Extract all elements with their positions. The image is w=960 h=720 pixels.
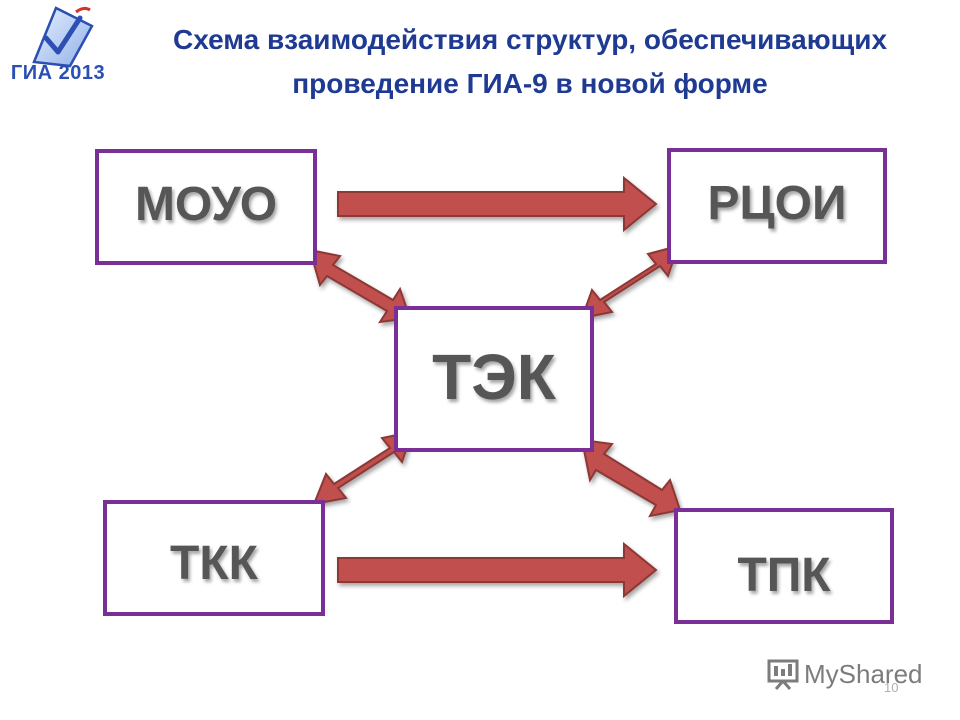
arrow-tkk-tpk (337, 541, 658, 599)
watermark-text: MyShared (804, 658, 923, 689)
node-rcoi-label: РЦОИ (707, 177, 847, 230)
node-tek: ТЭК (394, 306, 594, 452)
node-moyo-label: МОУО (134, 178, 278, 231)
page-title: Схема взаимодействия структур, обеспечив… (100, 18, 960, 106)
logo-text: ГИА 2013 (10, 62, 106, 84)
page-number: 10 (884, 680, 899, 695)
node-tkk: ТКК (103, 500, 325, 616)
watermark: MyShared (766, 656, 923, 692)
node-moyo: МОУО (95, 149, 317, 265)
node-tkk-label: ТКК (170, 537, 258, 590)
logo: ГИА 2013 (6, 4, 110, 94)
node-tpk-label: ТПК (737, 549, 831, 602)
node-tpk: ТПК (674, 508, 894, 624)
node-rcoi: РЦОИ (667, 148, 887, 264)
node-tek-label: ТЭК (432, 341, 556, 413)
arrow-tpk-tek (580, 438, 682, 518)
presentation-board-icon (767, 659, 799, 690)
checkmark-ballot-icon (32, 6, 94, 68)
title-line-2: проведение ГИА-9 в новой форме (292, 68, 768, 99)
title-line-1: Схема взаимодействия структур, обеспечив… (172, 24, 888, 55)
arrow-rcoi-tek (580, 244, 680, 320)
arrow-moyo-rcoi (337, 175, 658, 233)
